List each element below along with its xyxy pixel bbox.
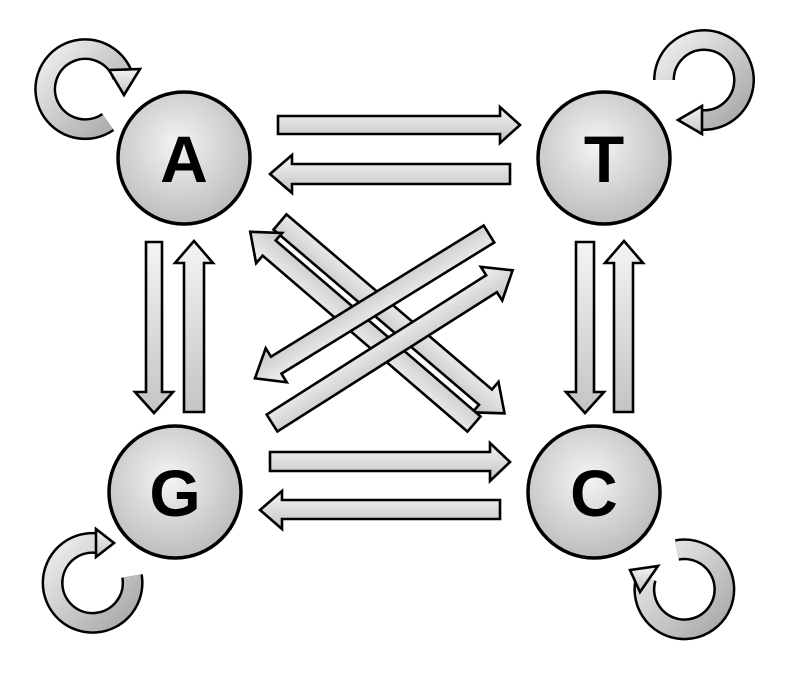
arrow-c-to-a (248, 230, 483, 434)
node-t: T (536, 90, 672, 226)
node-a: A (116, 90, 252, 226)
arrow-a-to-t (276, 104, 522, 146)
arrow-g-to-a (172, 239, 216, 414)
node-t-label: T (584, 122, 624, 196)
transition-arrows (132, 104, 646, 532)
node-g-label: G (149, 456, 200, 530)
arrow-t-to-a (268, 152, 512, 196)
node-c-label: C (570, 456, 618, 530)
self-loop-a (34, 38, 143, 141)
self-loop-t (653, 29, 755, 137)
self-loop-g (41, 526, 144, 634)
arrow-a-to-c (271, 212, 507, 415)
arrow-c-to-g (258, 488, 502, 532)
arrow-t-to-c (563, 240, 607, 415)
arrow-t-to-g (253, 223, 497, 384)
self-loops (34, 29, 755, 641)
arrow-g-to-t (264, 265, 515, 434)
arrow-c-to-t (602, 239, 646, 414)
self-loop-c (628, 538, 736, 641)
arrow-g-to-c (268, 439, 512, 485)
node-c: C (526, 424, 662, 560)
node-a-label: A (160, 122, 208, 196)
arrow-a-to-g (132, 240, 176, 415)
nodes: A T G C (107, 90, 672, 560)
node-g: G (107, 424, 243, 560)
